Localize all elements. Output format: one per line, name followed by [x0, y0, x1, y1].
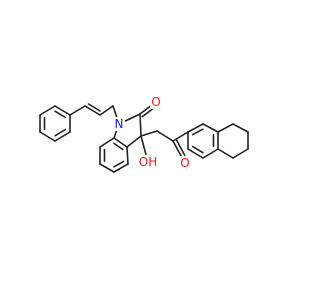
phenyl-ring-bond	[39, 105, 56, 116]
tetralin-saturated-bond	[232, 148, 249, 159]
bond-layer	[39, 103, 249, 173]
tetralin-aromatic-double-bond	[191, 128, 204, 136]
aryl-ketone-bond	[172, 131, 189, 142]
phenyl-ring-bond	[39, 131, 56, 142]
carbonyl-bond	[139, 105, 152, 115]
five-ring-bond	[126, 135, 142, 148]
tetralin-saturated-bond	[232, 123, 249, 133]
ketone-double-bond	[175, 138, 186, 156]
atom-label-n: N	[115, 117, 124, 131]
tetralin-aromatic-bond	[202, 148, 219, 159]
chain-bond	[99, 105, 114, 116]
benzo-ring-bond	[126, 146, 129, 165]
hydroxyl-bond	[140, 135, 147, 156]
benzo-ring-double-bond	[113, 142, 124, 151]
atom-label-o-ketone: O	[180, 156, 189, 170]
atom-n1: N	[113, 117, 125, 131]
chain-bond	[69, 105, 86, 116]
phenyl-ring-bond	[54, 131, 71, 142]
five-ring-bond	[139, 113, 142, 137]
molecule-drawing: N O OH O	[39, 95, 249, 173]
phenyl-ring-double-bond	[54, 128, 67, 137]
tetralin-aromatic-bond	[187, 148, 204, 159]
benzo-ring-bond	[99, 163, 115, 173]
benzo-ring-bond	[99, 137, 115, 148]
five-ring-bond	[113, 129, 118, 139]
phenyl-ring-bond	[54, 105, 71, 116]
tetralin-saturated-bond	[217, 123, 234, 133]
tetralin-saturated-bond	[217, 148, 234, 159]
side-chain-bond	[156, 130, 174, 142]
tetralin-aromatic-bond	[202, 123, 219, 133]
fused-bond	[113, 137, 128, 148]
alkene-double-bond	[87, 103, 101, 112]
n-substituent-bond	[112, 105, 118, 119]
benzo-ring-bond	[113, 163, 129, 173]
benzo-ring-double-bond	[113, 160, 125, 168]
atom-label-layer: N O OH O	[113, 95, 191, 170]
side-chain-bond	[140, 130, 158, 137]
phenyl-ring-double-bond	[54, 110, 67, 119]
atom-label-oh: OH	[139, 155, 157, 169]
structure-canvas: N O OH O	[39, 95, 249, 173]
atom-o-ketone: O	[179, 156, 191, 170]
atom-o-hydroxyl: OH	[137, 155, 159, 169]
atom-o-carbonyl: O	[150, 95, 162, 109]
tetralin-aromatic-double-bond	[191, 145, 204, 154]
atom-label-o-carbonyl: O	[151, 95, 160, 109]
lactam-bond	[124, 113, 141, 122]
carbonyl-double-bond	[141, 108, 154, 118]
tetralin-aromatic-bond	[187, 123, 204, 133]
chain-bond	[84, 105, 101, 116]
ketone-bond	[172, 140, 183, 158]
